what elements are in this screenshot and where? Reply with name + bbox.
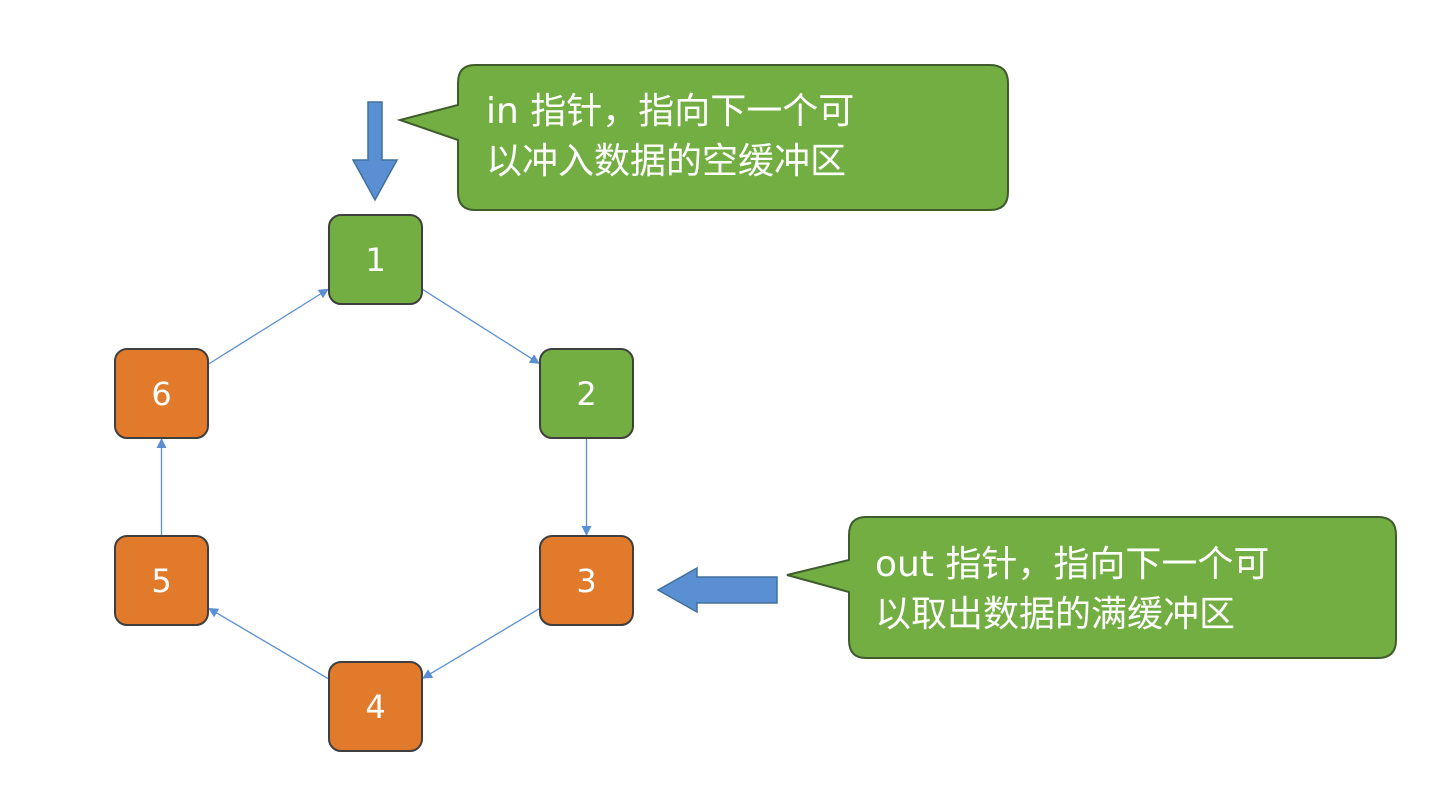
ring-edge-4-to-5 [208,607,329,680]
out-callout-line-2: 以取出数据的满缓冲区 [875,594,1236,635]
in-callout-bubble [396,64,1009,211]
out-callout-text: out 指针，指向下一个可 以取出数据的满缓冲区 [875,540,1269,640]
buffer-node-label: 2 [576,374,597,413]
ring-edge-6-to-1 [208,288,329,365]
buffer-node-label: 3 [576,561,597,600]
in-callout-text: in 指针，指向下一个可 以冲入数据的空缓冲区 [486,87,854,187]
buffer-node-1: 1 [328,214,423,305]
buffer-node-6: 6 [114,348,209,439]
buffer-node-label: 4 [365,687,386,726]
buffer-node-4: 4 [328,661,423,752]
buffer-node-5: 5 [114,535,209,626]
buffer-node-label: 1 [365,240,386,279]
in-pointer-arrow [351,101,399,202]
ring-edge-1-to-2 [422,289,540,364]
edges-layer [156,288,592,680]
out-callout-bubble [786,516,1397,659]
buffer-node-2: 2 [539,348,634,439]
buffer-node-label: 6 [151,374,172,413]
buffer-node-label: 5 [151,561,172,600]
in-callout-line-1: in 指针，指向下一个可 [486,91,855,132]
in-callout-line-2: 以冲入数据的空缓冲区 [486,141,847,182]
ring-edge-3-to-4 [422,608,540,679]
out-pointer-arrow [656,566,778,614]
buffer-node-3: 3 [539,535,634,626]
out-callout-line-1: out 指针，指向下一个可 [875,544,1270,585]
